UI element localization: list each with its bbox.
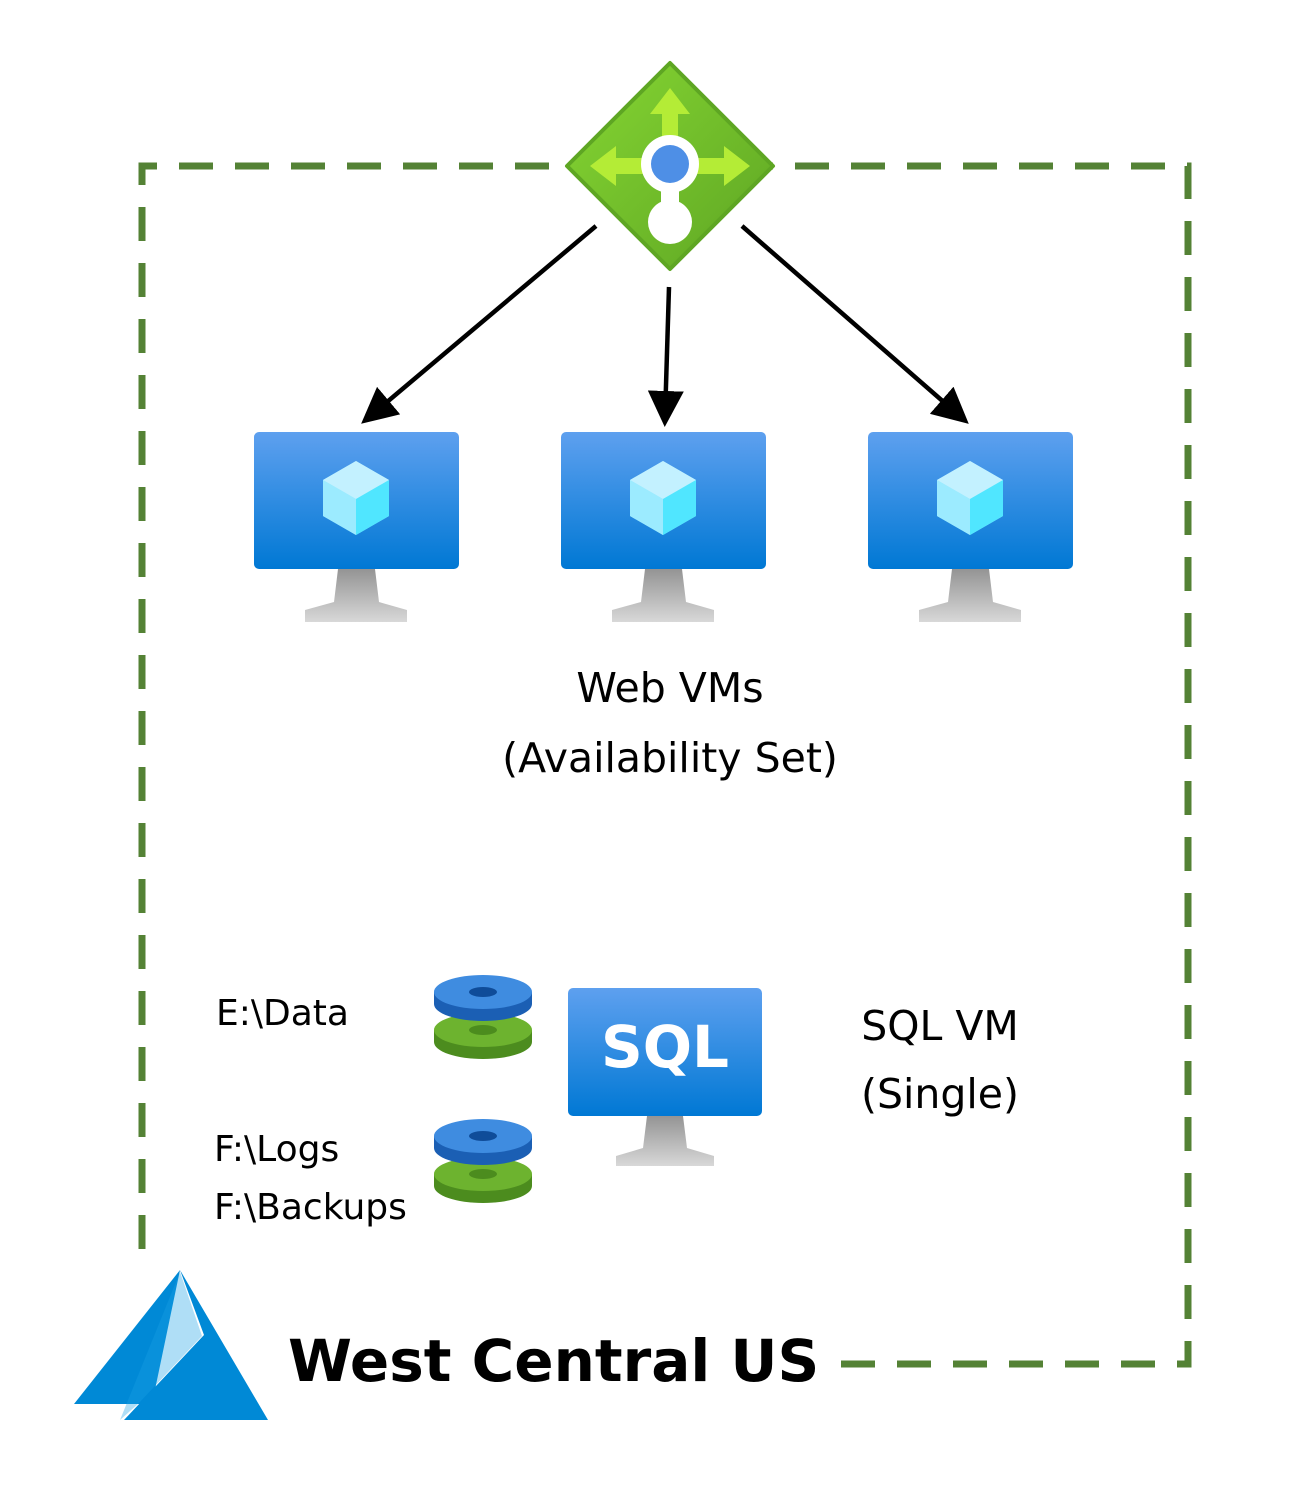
sql-single-label: (Single) [860,1070,1020,1118]
disk-logs-label: F:\Logs [214,1129,340,1170]
disk-logs-backups-icon [434,1119,532,1203]
disk-data-label: E:\Data [216,993,349,1034]
availability-set-label: (Availability Set) [502,734,838,782]
web-vms-label: Web VMs [576,664,764,712]
sql-vm-icon [568,988,762,1166]
region-boundary [138,162,1192,1368]
disk-data-icon [434,975,532,1059]
traffic-arrows [361,224,969,427]
sql-icon-label: SQL [600,1013,730,1081]
load-balancer-icon [565,61,775,271]
web-vm-1-icon [254,432,459,622]
arrow-to-web-vm-1 [361,224,598,424]
web-vm-3-icon [868,432,1073,622]
web-vm-2-icon [561,432,766,622]
arrow-to-web-vm-3 [740,224,969,424]
arrow-to-web-vm-2 [647,286,684,427]
disk-backups-label: F:\Backups [214,1187,407,1228]
sql-vm-label: SQL VM [861,1002,1019,1050]
azure-logo [74,1270,268,1420]
region-name: West Central US [288,1332,838,1390]
